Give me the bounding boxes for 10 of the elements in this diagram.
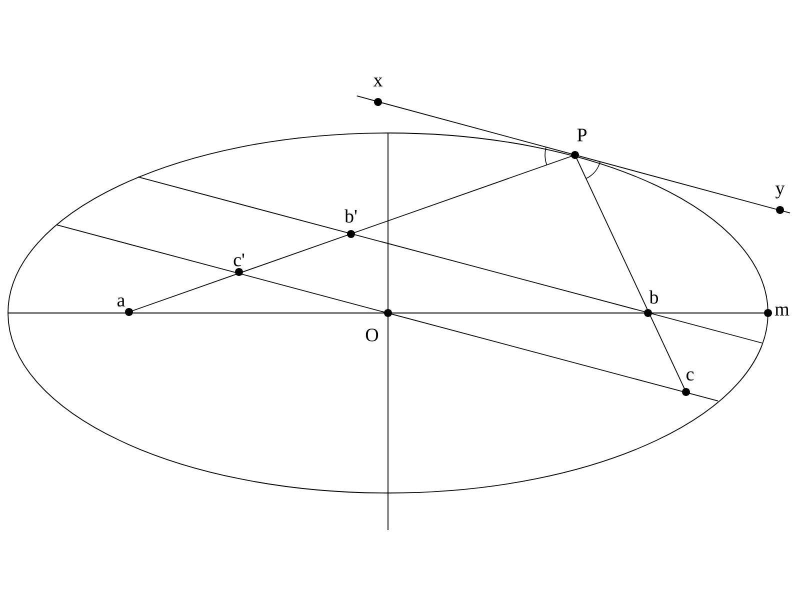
point-label: b' [344,209,357,223]
point-label: a [117,297,125,307]
point-label: b [649,290,658,304]
point-label: m [775,306,790,316]
point-label: O [366,328,378,342]
point-label: c' [234,254,244,266]
point-label: c [686,371,694,381]
point-label: x [373,78,383,86]
point-label: P [577,128,587,142]
point-label: y [776,186,785,198]
